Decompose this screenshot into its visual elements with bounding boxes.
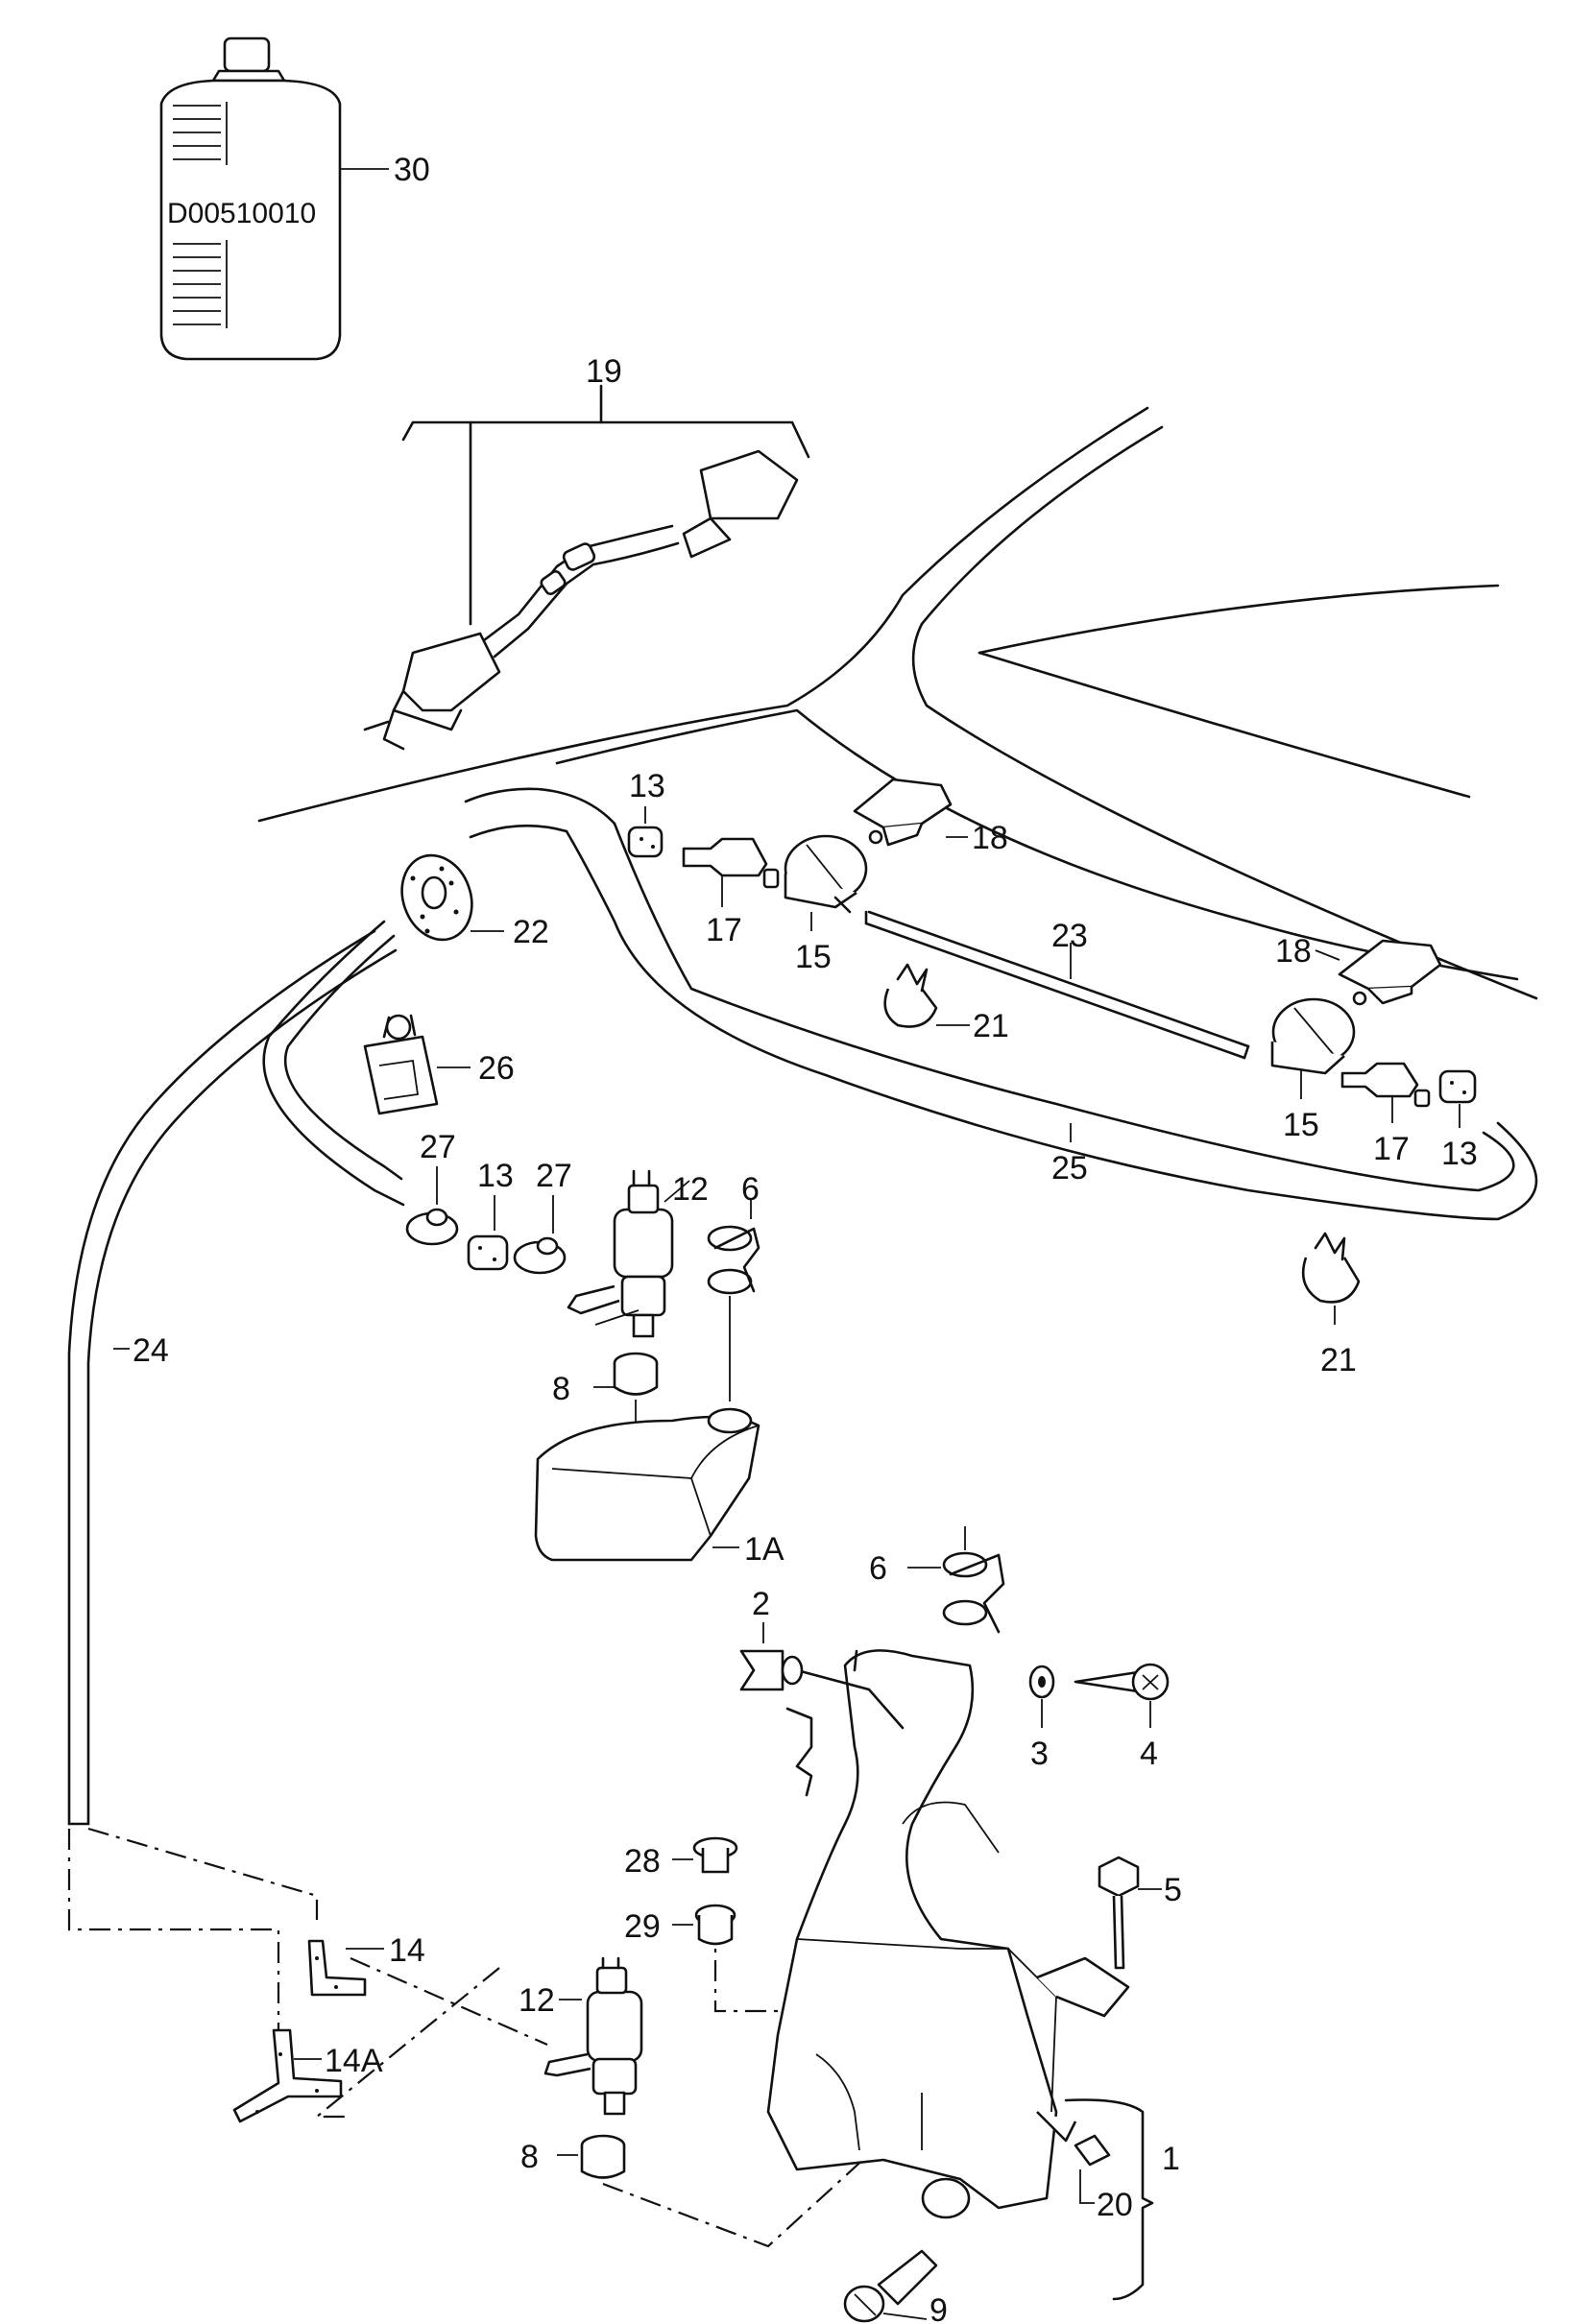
callout-22: 22: [513, 914, 549, 950]
callout-21: 21: [973, 1008, 1009, 1044]
nozzle-body-15a: [784, 834, 868, 914]
callout-27: 27: [536, 1158, 572, 1194]
grommet-8b: [580, 2134, 626, 2179]
callout-28: 28: [624, 1843, 661, 1880]
callout-leaders: [113, 1309, 640, 1350]
hose-connector-13a: [627, 826, 664, 858]
wiring-harness: [363, 384, 810, 751]
callout-15: 15: [795, 939, 832, 975]
callout-labels: 30 19 13 18 17 15 22 23 18 21 26 15 17 1…: [133, 152, 1478, 2324]
callout-24: 24: [133, 1332, 169, 1369]
hose-elbow-14: [307, 1939, 367, 1997]
bracket-1: [1064, 2098, 1154, 2301]
hose-clip-21b: [1301, 1232, 1361, 1304]
t-connector-14A: [232, 2028, 343, 2123]
washer-3: [1028, 1665, 1055, 1699]
callout-17: 17: [706, 912, 742, 948]
callout-6: 6: [869, 1550, 887, 1587]
nozzle-body-15b: [1270, 997, 1356, 1075]
callout-18: 18: [1275, 933, 1312, 970]
hose-clamp-27b: [513, 1236, 567, 1275]
callout-17: 17: [1373, 1131, 1410, 1167]
callout-13: 13: [1441, 1136, 1478, 1172]
callout-2: 2: [752, 1586, 770, 1622]
hose-connector-13c: [467, 1234, 509, 1271]
callout-14A: 14A: [325, 2043, 383, 2079]
hose-routing: [67, 787, 1538, 1826]
hose-23: [864, 910, 1250, 1060]
callout-18: 18: [972, 820, 1008, 856]
callout-5: 5: [1164, 1872, 1182, 1908]
plug-28: [692, 1836, 738, 1874]
grommet-22: [400, 853, 473, 942]
hose-clamp-27a: [405, 1208, 459, 1246]
grommet-8a: [613, 1352, 659, 1396]
reservoir-1: [766, 1649, 1130, 2219]
callout-13: 13: [477, 1158, 514, 1194]
washer-fluid-bottle: D00510010: [159, 36, 342, 361]
bottle-part-code: D00510010: [167, 198, 316, 229]
grommet-6a: [707, 1225, 760, 1295]
callout-4: 4: [1140, 1736, 1158, 1772]
callout-26: 26: [478, 1050, 515, 1087]
plastic-rivet-2: [739, 1649, 804, 1691]
windshield-outline: [257, 406, 1538, 1000]
callout-12: 12: [519, 1982, 555, 2019]
washer-pump-12a: [567, 1169, 674, 1338]
callout-21: 21: [1320, 1342, 1357, 1378]
callout-30: 30: [394, 152, 430, 188]
jet-cover-18b: [1338, 939, 1442, 1006]
callout-1: 1: [1162, 2141, 1180, 2177]
callout-19: 19: [586, 353, 622, 390]
grommet-6b: [942, 1526, 1005, 1634]
hose-clip-21a: [883, 963, 938, 1028]
jet-cover-18a: [853, 778, 953, 847]
callout-8: 8: [520, 2139, 539, 2175]
callout-9: 9: [929, 2292, 948, 2324]
callout-6: 6: [741, 1171, 760, 1208]
check-valve-17b: [1340, 1062, 1431, 1108]
grommet-29: [694, 1904, 736, 1946]
hose-connector-13b: [1438, 1069, 1477, 1104]
screw-4: [1074, 1663, 1170, 1701]
callout-1A: 1A: [744, 1531, 784, 1568]
callout-3: 3: [1030, 1736, 1049, 1772]
hose-bracket-26: [363, 1014, 439, 1115]
reservoir-1A: [534, 1407, 760, 1562]
callout-13: 13: [629, 768, 665, 804]
callout-12: 12: [672, 1171, 709, 1208]
callout-15: 15: [1283, 1107, 1319, 1143]
drain-valve-9: [843, 2249, 938, 2323]
callout-20: 20: [1097, 2187, 1133, 2223]
bolt-5: [1098, 1856, 1140, 1970]
callout-29: 29: [624, 1908, 661, 1945]
washer-pump-12b: [543, 1956, 643, 2116]
callout-23: 23: [1051, 918, 1088, 954]
callout-25: 25: [1051, 1150, 1088, 1186]
callout-8: 8: [552, 1371, 570, 1407]
callout-14: 14: [389, 1932, 425, 1969]
check-valve-17a: [682, 837, 780, 889]
clip-20: [1074, 2134, 1111, 2167]
callout-27: 27: [420, 1129, 456, 1165]
